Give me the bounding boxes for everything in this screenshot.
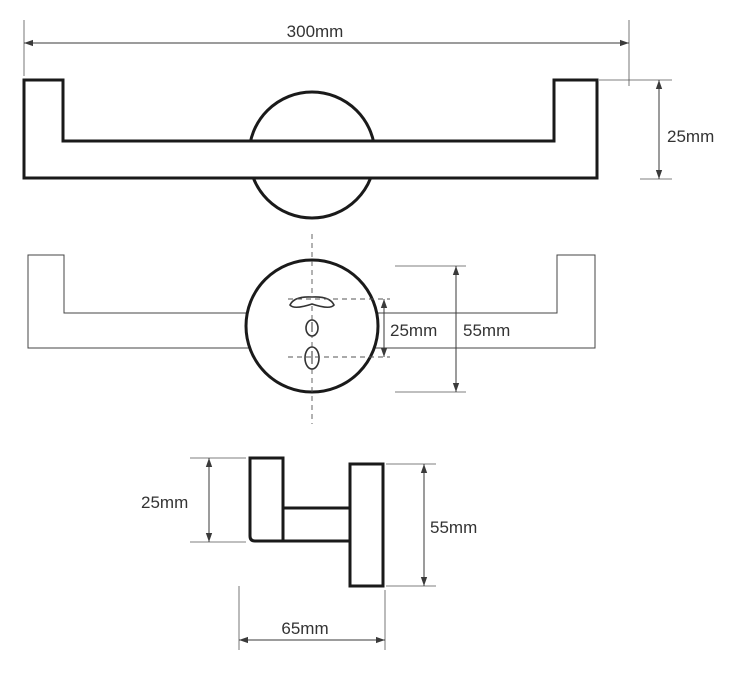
side-bar-height-label: 25mm — [141, 493, 188, 512]
side-view-hook — [248, 456, 285, 543]
front-view: 25mm 55mm — [27, 234, 596, 424]
side-rosette-height-label: 55mm — [430, 518, 477, 537]
top-slot-icon — [289, 296, 335, 309]
side-projection-label: 65mm — [281, 619, 328, 638]
side-view-arm — [281, 506, 352, 543]
top-view: 300mm 25mm — [22, 20, 714, 220]
top-view-bar — [22, 78, 599, 180]
side-view: 25mm 55mm 65mm — [141, 456, 477, 650]
side-view-rosette — [348, 462, 385, 588]
top-width-label: 300mm — [287, 22, 344, 41]
rosette-diameter-label: 55mm — [463, 321, 510, 340]
hole-spacing-label: 25mm — [390, 321, 437, 340]
top-height-label: 25mm — [667, 127, 714, 146]
